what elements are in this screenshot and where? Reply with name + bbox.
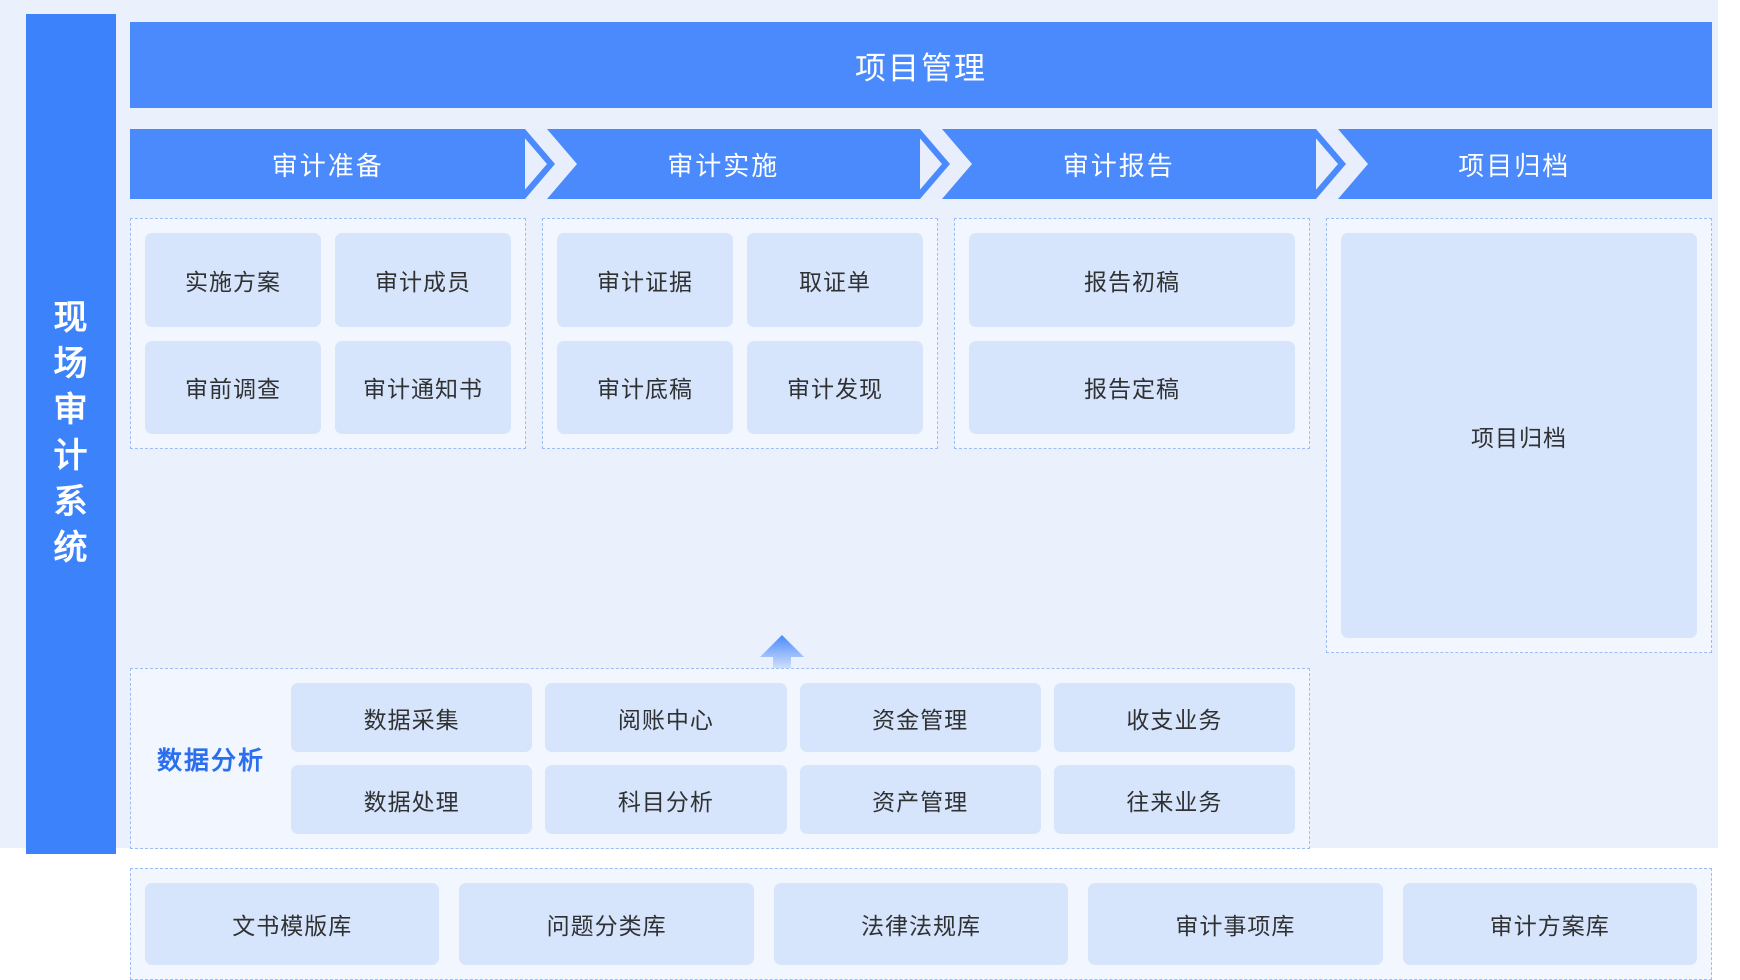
card-grid: 数据采集 阅账中心 资金管理 收支业务 数据处理 科目分析 资产管理 往来业务	[291, 669, 1309, 848]
panel-audit-implementation: 审计证据 取证单 审计底稿 审计发现	[542, 218, 938, 449]
card-item[interactable]: 审计成员	[335, 233, 511, 327]
stage-audit-implementation[interactable]: 审计实施	[524, 129, 921, 199]
card-item[interactable]: 审计通知书	[335, 340, 511, 434]
brand-title: 现场审计系统	[53, 299, 89, 567]
panel-audit-report: 报告初稿 报告定稿	[954, 218, 1310, 449]
card-item[interactable]: 往来业务	[1053, 765, 1295, 834]
card-grid: 报告初稿 报告定稿	[955, 219, 1309, 448]
stage-label: 审计准备	[271, 150, 384, 181]
card-item[interactable]: 审计证据	[557, 233, 733, 327]
stage-audit-report[interactable]: 审计报告	[920, 129, 1317, 199]
card-grid: 项目归档	[1327, 219, 1711, 652]
card-grid: 审计证据 取证单 审计底稿 审计发现	[543, 219, 937, 448]
card-item[interactable]: 资产管理	[799, 765, 1041, 834]
card-grid: 文书模版库 问题分类库 法律法规库 审计事项库 审计方案库	[131, 869, 1711, 979]
stage-flow-bar: 审计准备 审计实施 审计报告	[130, 129, 1712, 199]
card-item[interactable]: 报告初稿	[969, 233, 1295, 327]
card-item[interactable]: 数据处理	[291, 765, 533, 834]
card-item[interactable]: 审计发现	[747, 340, 923, 434]
card-item[interactable]: 阅账中心	[545, 683, 787, 752]
stage-audit-preparation[interactable]: 审计准备	[130, 129, 526, 199]
stage-label: 审计报告	[1062, 150, 1175, 181]
main-content: 项目管理 审计准备 审计实施 审计报告	[130, 22, 1712, 980]
arrow-up-icon	[760, 635, 804, 675]
chevron-right-icon	[1315, 129, 1368, 199]
stage-project-archive[interactable]: 项目归档	[1315, 129, 1712, 199]
card-item[interactable]: 审计底稿	[557, 340, 733, 434]
stage-label: 项目归档	[1458, 150, 1571, 181]
project-management-label: 项目管理	[855, 50, 987, 86]
brand-sidebar: 现场审计系统	[26, 14, 116, 854]
phase-panels: 实施方案 审计成员 审前调查 审计通知书 审计证据 取证单 审计底稿 审计发现 …	[130, 218, 1712, 980]
project-management-banner[interactable]: 项目管理	[130, 22, 1712, 108]
card-item[interactable]: 审前调查	[145, 340, 321, 434]
panel-audit-preparation: 实施方案 审计成员 审前调查 审计通知书	[130, 218, 526, 449]
card-item[interactable]: 审计方案库	[1402, 883, 1697, 965]
panel-libraries: 文书模版库 问题分类库 法律法规库 审计事项库 审计方案库	[130, 868, 1712, 980]
panel-project-archive: 项目归档	[1326, 218, 1712, 653]
card-item[interactable]: 法律法规库	[773, 883, 1069, 965]
card-item[interactable]: 项目归档	[1341, 233, 1697, 638]
panel-data-analysis: 数据分析 数据采集 阅账中心 资金管理 收支业务 数据处理 科目分析 资产管理 …	[130, 668, 1310, 849]
card-grid: 实施方案 审计成员 审前调查 审计通知书	[131, 219, 525, 448]
chevron-right-icon	[920, 129, 972, 199]
card-item[interactable]: 报告定稿	[969, 340, 1295, 434]
chevron-right-icon	[524, 129, 577, 199]
card-item[interactable]: 审计事项库	[1088, 883, 1383, 965]
card-item[interactable]: 数据采集	[291, 683, 533, 752]
card-item[interactable]: 文书模版库	[145, 883, 440, 965]
card-item[interactable]: 资金管理	[799, 683, 1041, 752]
card-item[interactable]: 实施方案	[145, 233, 321, 327]
data-analysis-title: 数据分析	[156, 746, 265, 775]
card-item[interactable]: 取证单	[747, 233, 923, 327]
card-item[interactable]: 科目分析	[545, 765, 787, 834]
card-item[interactable]: 收支业务	[1053, 683, 1295, 752]
card-item[interactable]: 问题分类库	[459, 883, 754, 965]
stage-label: 审计实施	[667, 150, 780, 181]
